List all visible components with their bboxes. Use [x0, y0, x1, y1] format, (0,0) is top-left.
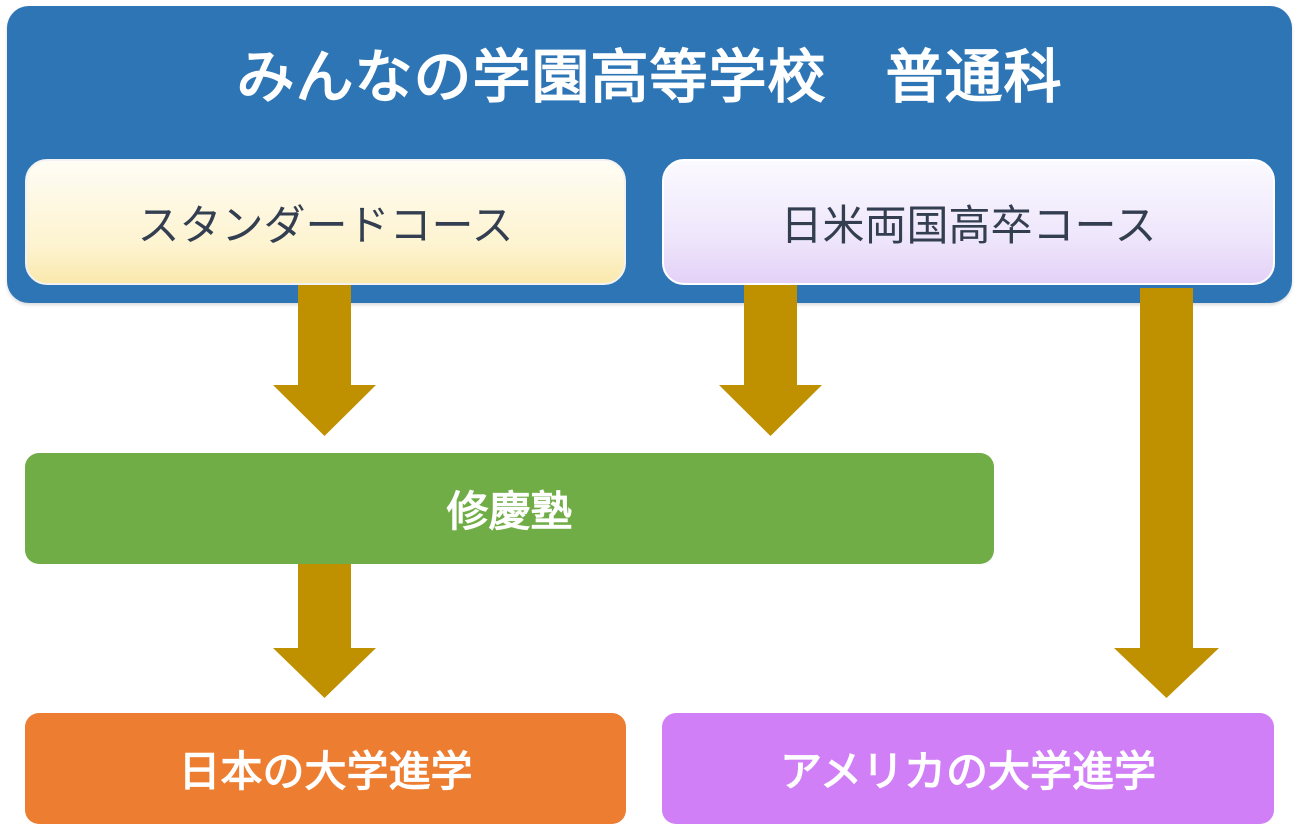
arrow-juku-to-japan	[273, 564, 376, 698]
japan-university-box: 日本の大学進学	[25, 713, 626, 824]
arrow-dual-to-juku	[719, 285, 822, 436]
usa-university-box: アメリカの大学進学	[662, 713, 1274, 824]
arrow-dual-to-usa	[1114, 288, 1219, 698]
shukei-juku-box: 修慶塾	[25, 453, 994, 564]
arrow-standard-to-juku	[273, 285, 376, 436]
standard-course-box: スタンダードコース	[25, 159, 626, 285]
dual-diploma-course-box: 日米両国高卒コース	[662, 159, 1275, 285]
school-title: みんなの学園高等学校 普通科	[236, 43, 1063, 111]
